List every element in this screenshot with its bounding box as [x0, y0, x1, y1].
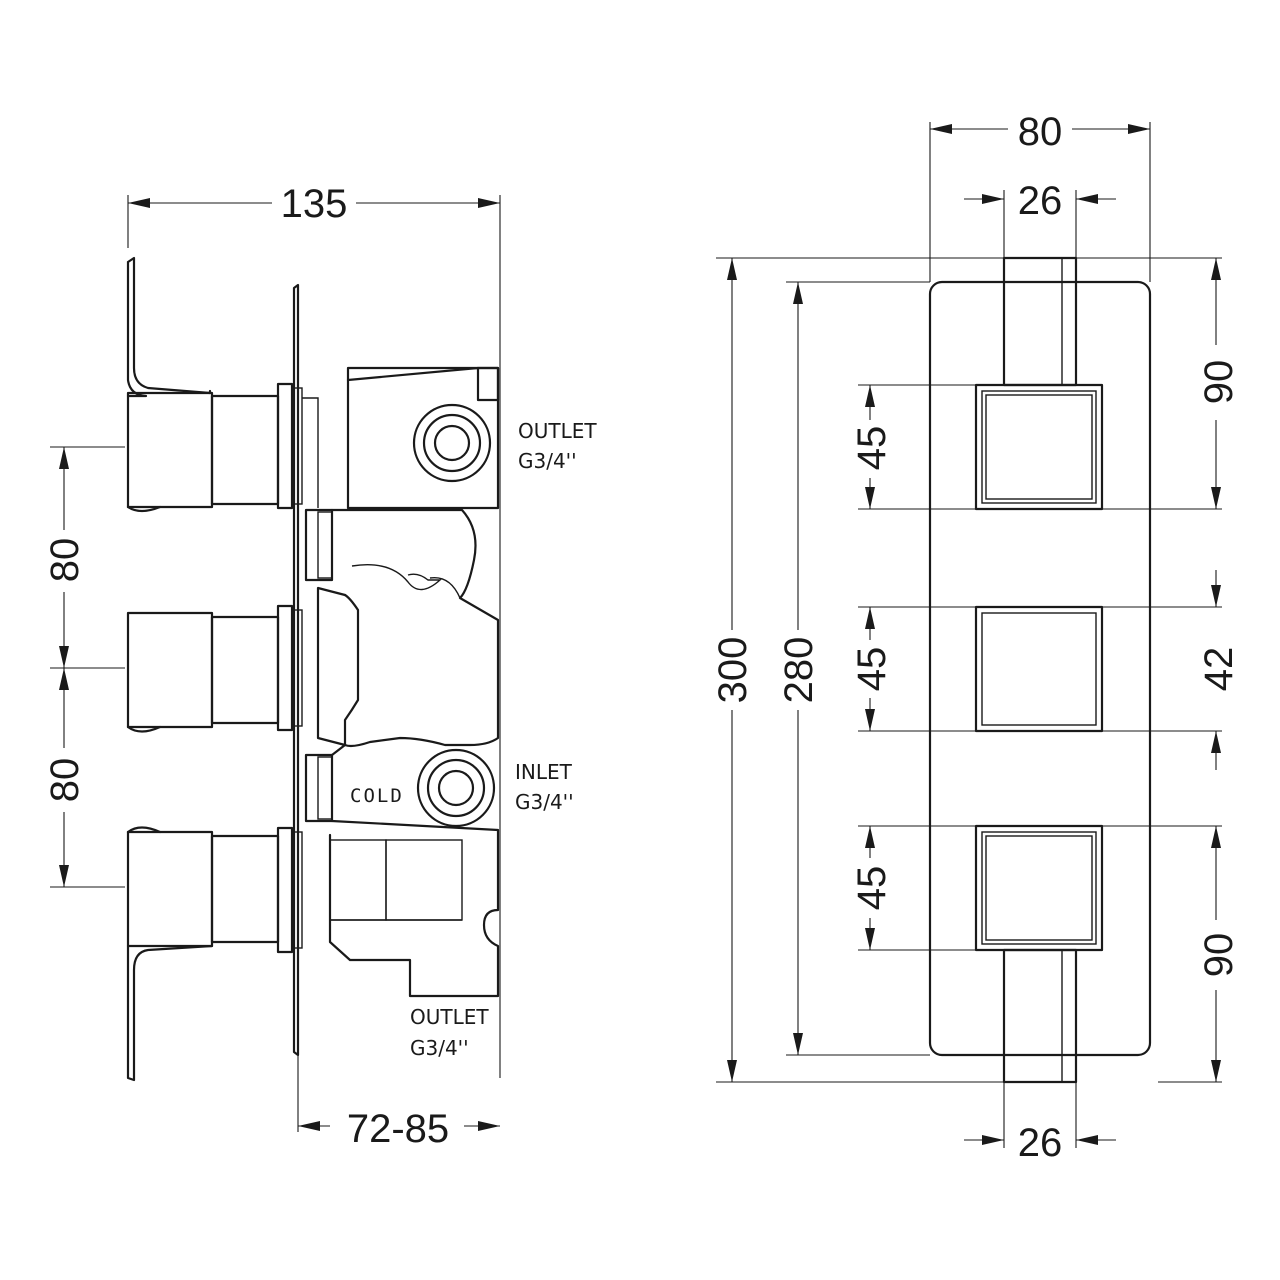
inlet-label: INLET — [515, 760, 573, 784]
dim-lever-width-bottom-value: 26 — [1018, 1121, 1063, 1165]
inlet-thread: G3/4'' — [515, 790, 574, 814]
mid-knob — [974, 605, 1104, 733]
bottom-collar — [276, 826, 294, 954]
outlet-top-thread: G3/4'' — [518, 449, 577, 473]
dim-plate-height-value: 280 — [777, 637, 821, 704]
top-stem — [210, 394, 280, 506]
dim-right-lower-value: 90 — [1197, 933, 1241, 978]
inlet-port — [416, 748, 496, 828]
outlet-bottom-thread: G3/4'' — [410, 1036, 469, 1060]
dim-knob-sizes: 45 45 45 — [850, 384, 1222, 951]
dim-overall-height: 300 — [711, 257, 1004, 1083]
mid-stem — [210, 615, 280, 725]
dim-spacing: 80 80 — [43, 446, 125, 888]
outlet-top-label: OUTLET — [518, 419, 597, 443]
top-knob-face — [985, 394, 1093, 500]
dim-plate-width-value: 80 — [1018, 110, 1063, 154]
bottom-knob — [974, 824, 1104, 952]
mid-knob-inner — [981, 612, 1097, 726]
dim-plate-height: 280 — [777, 281, 930, 1056]
mid-handle-tip — [126, 725, 162, 733]
top-lever-front — [1002, 256, 1078, 387]
outlet-top-port — [412, 403, 492, 483]
dim-spacing-lower-value: 80 — [43, 758, 87, 803]
bottom-lever-front — [1002, 948, 1078, 1084]
dim-right-side: 90 42 90 — [1076, 257, 1241, 1083]
dim-knob-size-top-value: 45 — [850, 426, 894, 471]
bottom-stem — [210, 834, 280, 944]
side-view: 135 80 80 72-85 — [43, 182, 597, 1151]
top-handle-body — [126, 391, 214, 509]
bottom-handle-tip — [126, 826, 162, 834]
top-knob — [974, 383, 1104, 511]
mid-handle-body — [126, 611, 214, 729]
dim-overall-width: 135 — [127, 182, 501, 1078]
dim-lever-width-bottom: 26 — [964, 1082, 1116, 1165]
top-lever-side — [126, 256, 212, 398]
dim-knob-size-middle-value: 45 — [850, 647, 894, 692]
dim-depth-range-value: 72-85 — [347, 1107, 449, 1151]
top-collar — [276, 382, 294, 510]
dim-right-middle-value: 42 — [1197, 647, 1241, 692]
dim-right-upper-value: 90 — [1197, 360, 1241, 405]
top-knob-inner — [981, 390, 1097, 504]
front-view: 80 26 26 — [711, 110, 1241, 1165]
dim-lever-width-top-value: 26 — [1018, 179, 1063, 223]
wall-plate-side — [292, 283, 300, 1057]
dim-overall-width-value: 135 — [281, 182, 348, 226]
dim-spacing-upper-value: 80 — [43, 538, 87, 583]
outlet-bottom-label: OUTLET — [410, 1005, 489, 1029]
bottom-knob-face — [985, 835, 1093, 941]
dim-plate-width: 80 — [929, 110, 1151, 282]
bottom-lever-side — [126, 944, 214, 1082]
top-handle-tip — [126, 505, 162, 513]
bottom-knob-inner — [981, 831, 1097, 945]
cold-label: COLD — [350, 785, 404, 807]
dim-depth-range: 72-85 — [297, 1055, 500, 1151]
faceplate — [928, 280, 1152, 1057]
bottom-handle-body — [126, 830, 214, 948]
mid-collar — [276, 604, 294, 732]
dim-overall-height-value: 300 — [711, 637, 755, 704]
dim-lever-width-top: 26 — [964, 179, 1116, 258]
valve-body — [302, 366, 500, 998]
dim-knob-size-bottom-value: 45 — [850, 866, 894, 911]
